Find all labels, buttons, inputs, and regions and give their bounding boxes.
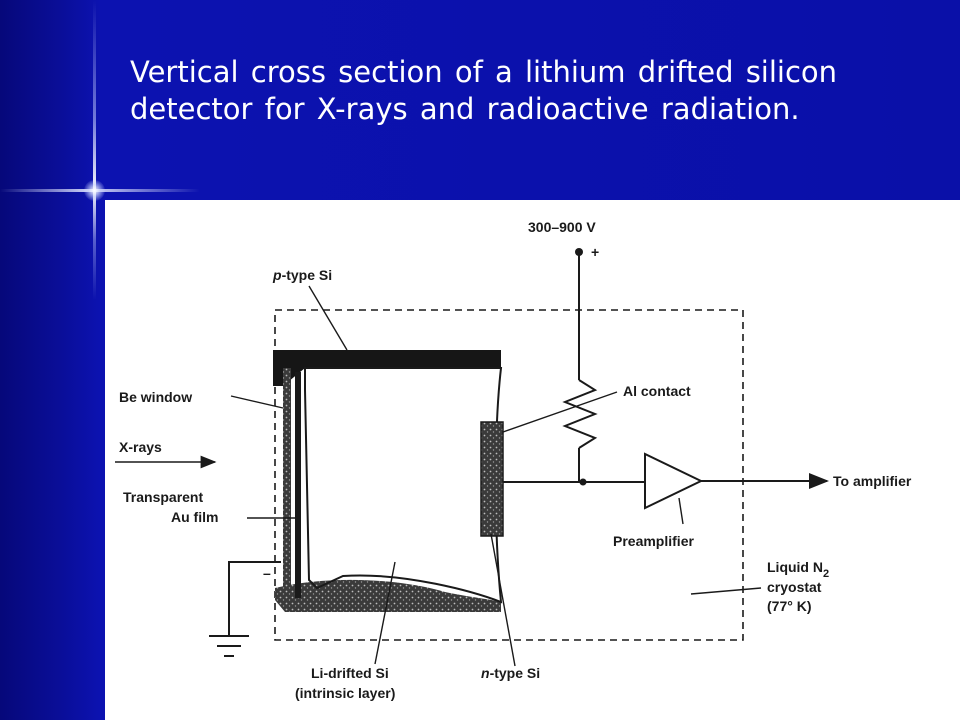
be-window-label: Be window [119,389,192,405]
au-film-strip [295,372,301,598]
leader-n-type [490,533,516,667]
leader-al-contact [502,391,618,433]
light-flare-center [84,180,105,201]
xrays-label: X-rays [119,439,162,455]
voltage-label: 300–900 V [528,219,596,235]
n-type-label-prefix: n [481,665,490,681]
be-window-strip [283,368,291,598]
li-drifted-label: Li-drifted Si [311,665,389,681]
intrinsic-layer-label: (intrinsic layer) [295,685,395,701]
plus-sign: + [591,244,599,260]
liquid-n2-label: Liquid N2 [767,559,829,580]
preamplifier-symbol [644,452,704,510]
slide-title-line-1: Vertical cross section of a lithium drif… [130,55,838,89]
ground-wire [228,561,281,636]
li-drifted-body [304,367,503,604]
n-type-label: n-type Si [481,665,540,681]
al-contact-label: Al contact [623,383,691,399]
cryostat-enclosure [274,309,744,641]
bias-resistor [562,379,598,449]
p-type-label: p-type Si [272,267,332,283]
to-amplifier-label: To amplifier [833,473,912,489]
p-type-label-prefix: p [272,267,282,283]
au-film-label: Au film [171,509,218,525]
minus-sign: – [263,565,271,581]
liquid-n2-text: Liquid N [767,559,823,575]
n-type-label-suffix: -type Si [490,665,541,681]
leader-p-type [308,285,348,351]
temperature-label: (77° K) [767,598,812,614]
n-type-contact [480,421,504,537]
p-type-label-suffix: -type Si [282,267,333,283]
detector-diagram-svg: 300–900 V + – p-type Si Be window X-rays… [115,219,912,701]
liquid-n2-subscript: 2 [823,568,829,580]
cryostat-label: cryostat [767,579,822,595]
light-flare-vertical [93,0,96,300]
slide-title-line-2: detector for X-rays and radioactive radi… [130,92,800,126]
preamplifier-label: Preamplifier [613,533,694,549]
leader-preamplifier [678,497,684,525]
leader-be-window [230,395,284,409]
leader-cryostat [690,587,762,595]
detector-diagram: 300–900 V + – p-type Si Be window X-rays… [105,200,960,720]
transparent-label: Transparent [123,489,203,505]
leader-li-drifted [374,561,396,665]
slide-title: Vertical cross section of a lithium drif… [130,54,920,128]
